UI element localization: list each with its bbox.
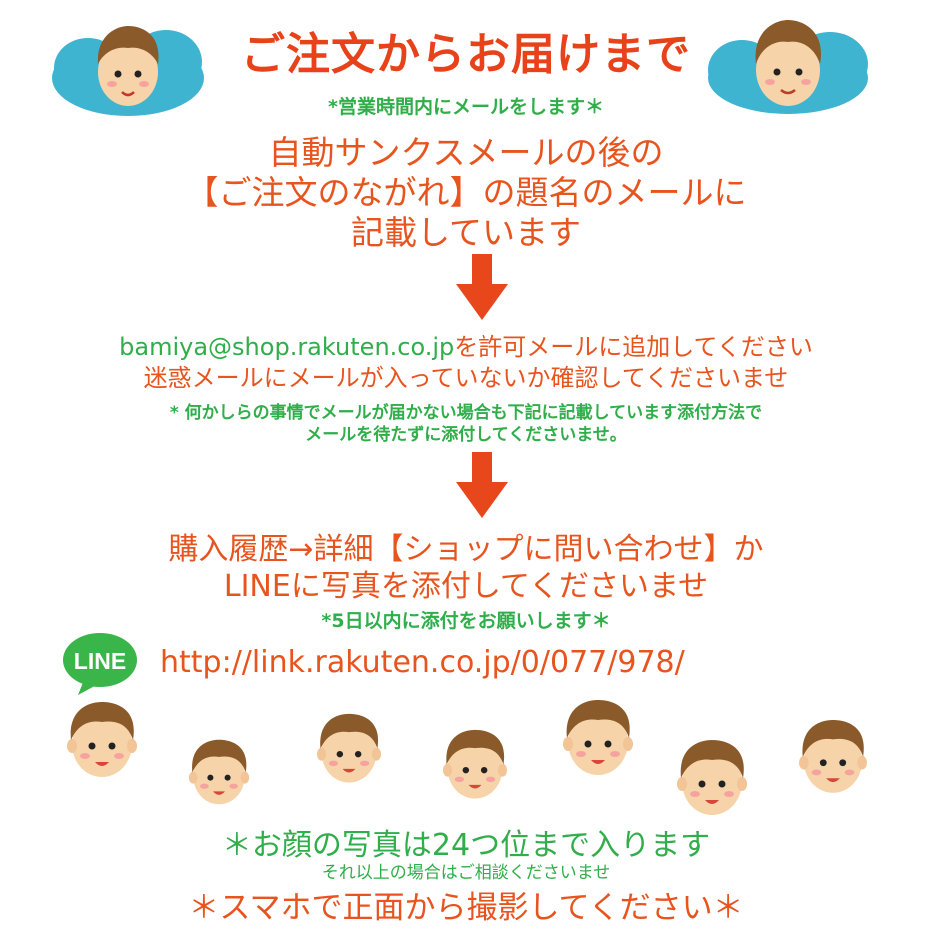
- cloud-face-right-icon: [708, 20, 868, 114]
- email-allow-text: を許可メールに追加してください: [454, 333, 813, 361]
- mail-fallback-note-2: メールを待たずに添付してくださいませ。: [305, 425, 627, 445]
- child-face-icon: [442, 729, 508, 799]
- mail-info-line-3: 記載しています: [350, 213, 581, 252]
- child-face-icon: [798, 719, 868, 793]
- business-hours-note: *営業時間内にメールをします＊: [328, 96, 604, 118]
- child-face-icon: [563, 700, 633, 775]
- line-logo-icon: LINE: [63, 633, 137, 695]
- line-attach-instruction: LINEに写真を添付してくださいませ: [223, 569, 709, 604]
- purchase-history-instruction: 購入履歴→詳細【ショップに問い合わせ】か: [168, 532, 764, 567]
- page-title: ご注文からお届けまで: [241, 29, 691, 80]
- child-face-icon: [677, 740, 747, 815]
- line-logo-text: LINE: [74, 648, 126, 674]
- photo-instruction: ＊スマホで正面から撮影してください＊: [188, 890, 744, 926]
- shop-email-address[interactable]: bamiya@shop.rakuten.co.jp: [119, 333, 455, 361]
- child-face-icon: [316, 713, 382, 783]
- cloud-face-left-icon: [52, 26, 204, 116]
- consult-note: それ以上の場合はご相談くださいませ: [321, 863, 611, 883]
- arrow-down-icon: [456, 452, 508, 518]
- child-face-icon: [188, 739, 250, 805]
- face-count-note: ＊お顔の写真は24つ位まで入ります: [221, 828, 711, 863]
- email-allow-line: bamiya@shop.rakuten.co.jpを許可メールに追加してください: [0, 327, 932, 362]
- line-link-url[interactable]: http://link.rakuten.co.jp/0/077/978/: [160, 645, 685, 680]
- child-face-icon: [67, 702, 137, 777]
- five-day-deadline-note: *5日以内に添付をお願いします＊: [321, 610, 611, 632]
- arrow-down-icon: [456, 254, 508, 320]
- mail-info-line-1: 自動サンクスメールの後の: [268, 133, 664, 172]
- mail-info-line-2: 【ご注文のながれ】の題名のメールに: [185, 173, 747, 212]
- spam-check-text: 迷惑メールにメールが入っていないか確認してくださいませ: [143, 364, 789, 392]
- mail-fallback-note-1: * 何かしらの事情でメールが届かない場合も下記に記載しています添付方法で: [169, 403, 763, 423]
